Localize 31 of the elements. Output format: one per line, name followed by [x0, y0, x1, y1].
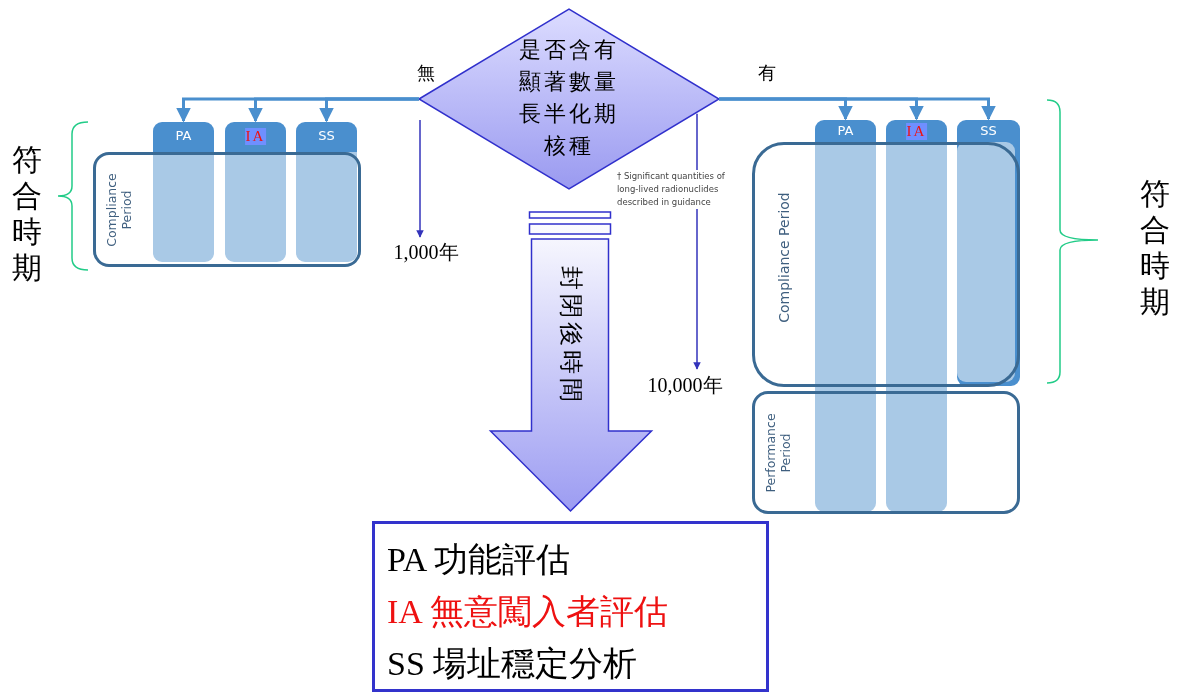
assessment-column: [296, 122, 357, 262]
column-label: SS: [980, 123, 997, 138]
period-label-vertical: 符合時期: [1139, 176, 1171, 320]
legend-entry: PA 功能評估: [387, 540, 570, 580]
assessment-column: [225, 122, 286, 262]
arrow-label: 封閉後時間: [556, 264, 585, 408]
period-box: [93, 152, 361, 267]
year-label: 1,000年: [378, 238, 474, 266]
period-label: Performance Period: [762, 411, 792, 495]
column-label: PA: [837, 123, 854, 138]
column-label: IA: [905, 123, 928, 140]
connector-arrow: [719, 97, 996, 121]
column-label: PA: [175, 128, 192, 143]
period-label-vertical: 符合時期: [11, 142, 43, 286]
assessment-column: [153, 122, 214, 262]
question-text: 是否含有顯著數量長半化期核種: [518, 36, 620, 160]
time-arrow: [416, 119, 424, 238]
period-box: [752, 391, 1020, 514]
legend-box: [372, 521, 769, 692]
column-label: IA: [244, 128, 267, 145]
assessment-column: [957, 120, 1020, 386]
legend-entry: IA 無意闖入者評估: [387, 592, 668, 632]
assessment-column: [886, 120, 947, 512]
period-label: Compliance Period: [776, 190, 792, 325]
block-arrow: [488, 211, 654, 513]
period-label: Compliance Period: [103, 171, 133, 249]
legend-entry: SS 場址穩定分析: [387, 644, 638, 684]
connector-arrow: [319, 97, 419, 123]
column-label: SS: [318, 128, 335, 143]
year-label: 10,000年: [632, 370, 738, 400]
assessment-column: [815, 120, 876, 512]
